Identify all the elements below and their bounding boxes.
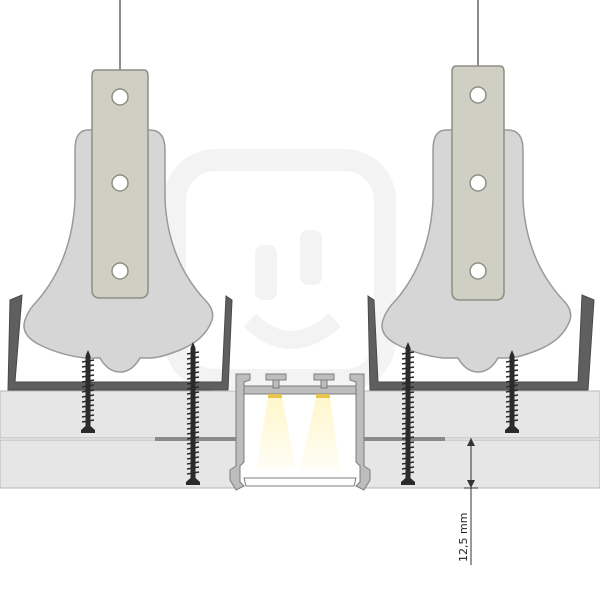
strap-hole-left-2 — [111, 174, 129, 192]
board-upper-right — [363, 390, 600, 439]
profile-clip-left-stem — [272, 379, 280, 389]
profile-top-bar — [243, 385, 357, 395]
strap-hole-right-3 — [469, 262, 487, 280]
led-profile — [229, 373, 371, 491]
dimension-arrow-bottom — [467, 480, 475, 488]
screw-left-long — [186, 342, 200, 485]
light-beam-right — [300, 398, 340, 470]
dimension-marker: 12,5 mm — [457, 438, 478, 565]
profile-clip-left — [265, 373, 287, 381]
u-channel-left — [7, 294, 233, 391]
hanger-bracket-left — [7, 69, 233, 391]
watermark-logo — [164, 149, 396, 391]
board-upper-left — [0, 390, 237, 439]
profile-clip-right-stem — [320, 379, 328, 389]
profile-clip-right — [313, 373, 335, 381]
screw-left-short — [81, 350, 95, 433]
u-channel-right — [367, 294, 595, 391]
led-strip-right — [316, 394, 330, 398]
strap-hole-right-2 — [469, 174, 487, 192]
strap-hole-left-1 — [111, 88, 129, 106]
strap-hole-left-3 — [111, 262, 129, 280]
dimension-arrow-top — [467, 438, 475, 446]
board-lower-right — [363, 439, 600, 489]
screws — [81, 342, 519, 485]
strap-hole-right-1 — [469, 86, 487, 104]
light-beam-left — [256, 398, 296, 470]
hanger-bracket-right — [367, 65, 595, 391]
led-strip-left — [268, 394, 282, 398]
board-lower-left — [0, 439, 237, 489]
profile-outer-left — [229, 373, 251, 491]
profile-outer-right — [349, 373, 371, 491]
dimension-label: 12,5 mm — [457, 513, 470, 562]
diffuser-cover — [243, 477, 357, 487]
screw-right-long — [401, 342, 415, 485]
screw-right-short — [505, 350, 519, 433]
